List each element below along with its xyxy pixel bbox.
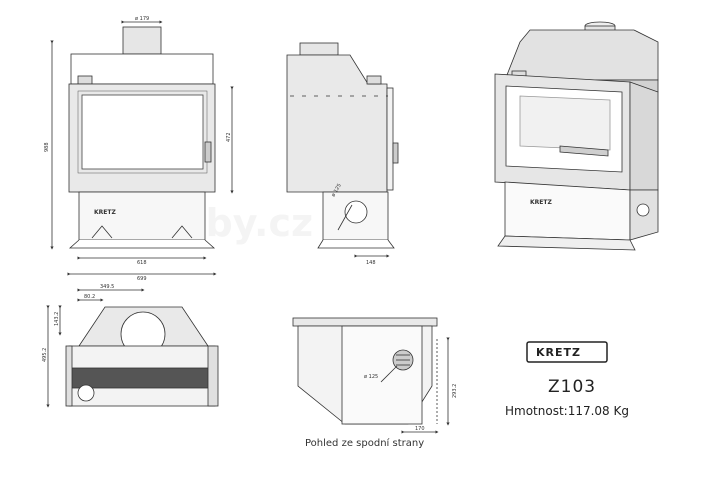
side-view [286,42,399,258]
dim-inner-width: 618 [137,260,147,266]
model-number: Z103 [548,377,596,397]
bottom-view-caption: Pohled ze spodní strany [305,437,424,449]
top-view [46,288,219,408]
dim-total-height: 988 [44,142,50,152]
brand-logo: KRETZ [526,341,608,363]
isometric-view [494,21,659,251]
dim-flue-diameter: ø 179 [135,16,149,22]
dim-side-offset: 148 [366,260,376,266]
dim-top-depth: 143.2 [54,312,60,326]
dim-total-depth: 495.2 [42,348,48,362]
dim-bottom-inlet: ø 125 [364,374,378,380]
brand-logo-text: KRETZ [536,346,581,359]
dim-top-offset-x: 349.5 [100,284,114,290]
dim-top-offset-x2: 80.2 [84,294,95,300]
product-weight: Hmotnost:117.08 Kg [505,404,629,418]
front-logo: KRETZ [94,209,116,216]
front-view [50,20,234,276]
dim-total-width: 699 [137,276,147,282]
isometric-logo: KRETZ [530,199,552,206]
dim-bottom-offset-x: 170 [415,426,425,432]
bottom-view [292,317,450,434]
dim-bottom-offset-y: 293.2 [452,384,458,398]
dim-door-height: 472 [226,132,232,142]
